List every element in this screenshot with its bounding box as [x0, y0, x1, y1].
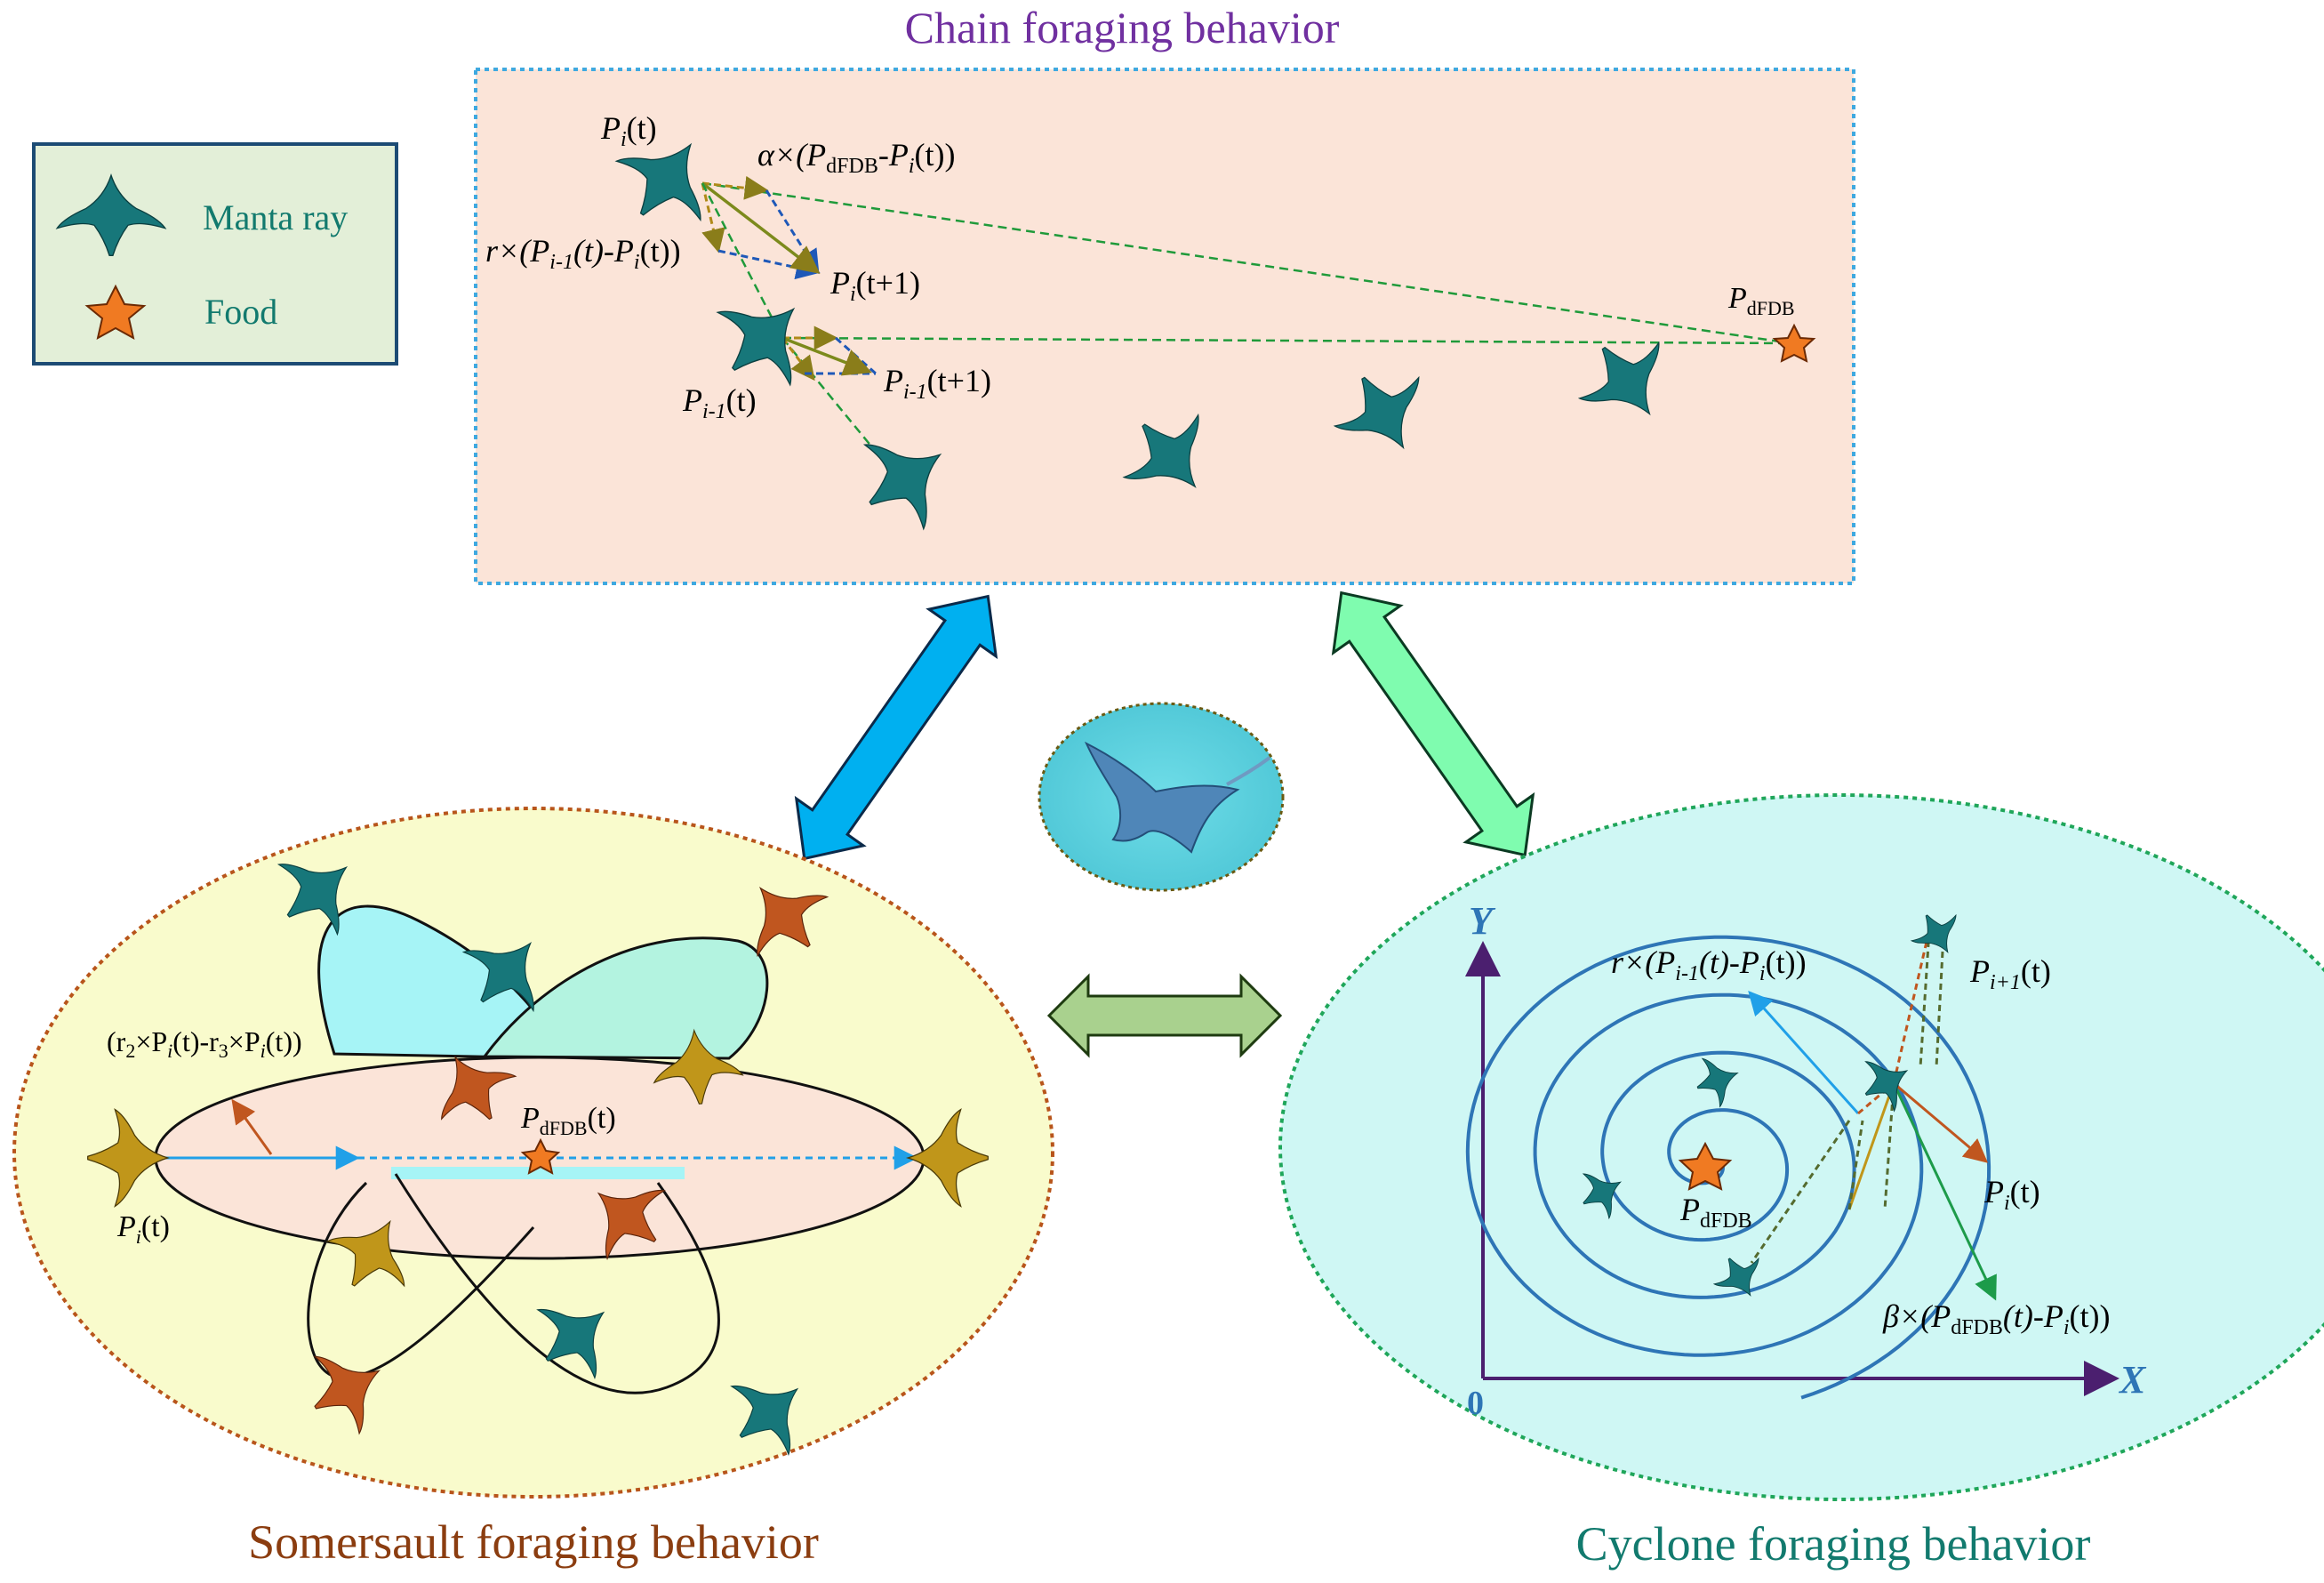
loop-mint — [482, 936, 769, 1060]
chain-food-star — [1772, 323, 1816, 363]
loop-lower-left — [307, 1181, 535, 1379]
arrow-chain-somersault — [794, 594, 998, 861]
legend: Manta ray Food — [32, 142, 398, 366]
arrow-somersault-cyclone — [1046, 973, 1283, 1058]
somersault-label-pdfdb: PdFDB(t) — [520, 1102, 616, 1139]
chain-label-r: r×(Pi-1(t)-Pi(t)) — [485, 233, 681, 274]
food-star-icon — [84, 284, 147, 340]
cyclone-food-star — [1678, 1141, 1733, 1191]
chain-label-pim1-next: Pi-1(t+1) — [883, 363, 991, 404]
pim1-to-food-line — [781, 336, 1792, 345]
pim1-next-vector — [781, 336, 872, 376]
cyclone-v7 — [1750, 1120, 1851, 1264]
cyclone-v8 — [1857, 1081, 1895, 1115]
cyclone-v1 — [1847, 1082, 1895, 1210]
cyclone-label-pdfdb: PdFDB — [1679, 1192, 1752, 1233]
chain-label-pi: Pi(t) — [600, 110, 657, 151]
somersault-label-expr: (r2×Pi(t)-r3×Pi(t)) — [107, 1025, 302, 1062]
cyclone-r-vector — [1748, 990, 1860, 1115]
cyclone-beta-vector — [1892, 1082, 1997, 1301]
cyclone-label-beta: β×(PdFDB(t)-Pi(t)) — [1882, 1298, 2111, 1339]
chain-title: Chain foraging behavior — [905, 3, 1340, 52]
chain-panel: Pi(t) α×(PdFDB-Pi(t)) r×(Pi-1(t)-Pi(t)) … — [474, 68, 1855, 585]
pi-to-pim1-line — [701, 182, 784, 339]
cyclone-panel: Y X 0 r×(Pi-1(t)-Pi(t)) Pi+1(t) Pi(t) Pd… — [1278, 793, 2324, 1501]
cyclone-label-pi: Pi(t) — [1983, 1174, 2040, 1215]
legend-box — [32, 142, 398, 366]
cyclone-title: Cyclone foraging behavior — [1576, 1517, 2091, 1571]
cyan-strip — [391, 1167, 685, 1179]
cyclone-spiral — [1465, 935, 1991, 1400]
loop-lower-right — [394, 1173, 720, 1394]
cyclone-v6 — [1847, 1120, 1864, 1210]
chain-label-pi-next: Pi(t+1) — [829, 265, 920, 306]
pi-to-food-line — [701, 181, 1792, 345]
cyclone-pi-vector — [1893, 1081, 1989, 1163]
pim1-to-next-line — [781, 337, 886, 463]
pi-next-vector — [701, 181, 821, 274]
legend-food-label: Food — [204, 292, 277, 332]
pim1-r-vector — [781, 337, 815, 382]
somersault-title: Somersault foraging behavior — [248, 1515, 819, 1569]
cyclone-v3 — [1919, 929, 1931, 1068]
cyclone-label-pip1: Pi+1(t) — [1969, 953, 2051, 994]
chain-label-pim1: Pi-1(t) — [682, 382, 757, 423]
somersault-panel: (r2×Pi(t)-r3×Pi(t)) PdFDB(t) Pi(t) — [12, 807, 1054, 1499]
cyclone-panel-ellipse — [1278, 793, 2324, 1501]
x-axis-label: X — [2118, 1358, 2147, 1402]
origin-label: 0 — [1467, 1385, 1484, 1422]
y-axis-label: Y — [1469, 899, 1496, 943]
legend-manta-label: Manta ray — [203, 197, 348, 237]
chain-label-pdfdb: PdFDB — [1727, 282, 1795, 319]
cyclone-v4 — [1935, 951, 1944, 1068]
center-manta-bubble — [1038, 702, 1285, 892]
cyclone-label-r: r×(Pi-1(t)-Pi(t)) — [1611, 944, 1807, 985]
arrow-chain-cyclone — [1331, 591, 1535, 857]
center-manta-ray-icon — [1084, 741, 1240, 854]
chain-panel-box — [474, 68, 1855, 585]
chain-label-alpha: α×(PdFDB-Pi(t)) — [757, 137, 955, 178]
somersault-r-arrow — [231, 1098, 273, 1155]
somersault-label-pi: Pi(t) — [116, 1210, 170, 1248]
r-vector — [701, 182, 725, 253]
somersault-food-star — [520, 1137, 561, 1175]
cyclone-v2 — [1892, 929, 1931, 1084]
parallelogram-side-a — [765, 189, 820, 275]
